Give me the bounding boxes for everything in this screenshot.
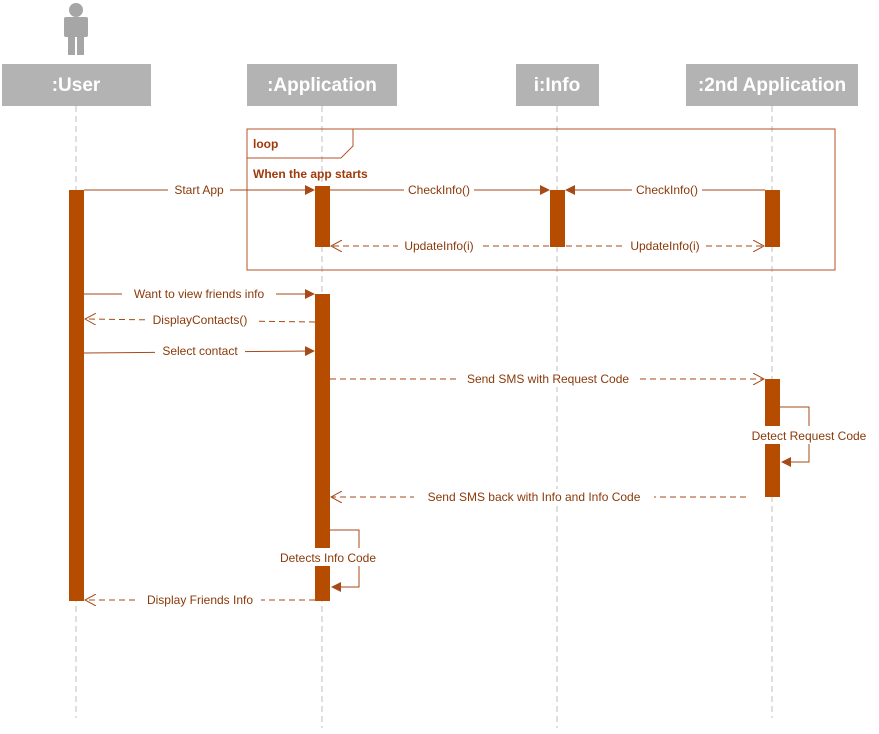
participant-info-box	[516, 64, 599, 106]
message-send-sms-back-label-bg	[414, 489, 654, 505]
message-checkinfo-2-label: CheckInfo()	[636, 183, 698, 197]
activation-application-loop	[315, 186, 330, 247]
message-updateinfo-1-label: UpdateInfo(i)	[404, 239, 473, 253]
self-message-detects-info-label: Detects Info Code	[280, 551, 376, 565]
actor-icon	[64, 3, 88, 55]
message-select-contact-label-bg	[155, 343, 245, 359]
self-message-detect-request-label: Detect Request Code	[752, 429, 867, 443]
message-checkinfo-1-label: CheckInfo()	[408, 183, 470, 197]
message-display-friends-label-bg	[139, 592, 261, 608]
message-displaycontacts-label: DisplayContacts()	[153, 313, 248, 327]
message-updateinfo-2-label: UpdateInfo(i)	[630, 239, 699, 253]
message-updateinfo-1-label-bg	[398, 238, 480, 254]
activation-application-main	[315, 294, 330, 601]
self-message-detects-info-label-bg	[272, 548, 384, 566]
participant-application-box	[247, 64, 397, 106]
participant-2nd-application: :2nd Application	[698, 75, 846, 96]
activation-info	[550, 190, 565, 247]
participant-user-box	[2, 64, 151, 106]
message-want-to-view-label-bg	[122, 286, 276, 302]
message-displaycontacts-label-bg	[145, 312, 255, 328]
loop-operator: loop	[253, 137, 278, 151]
message-display-friends-label: Display Friends Info	[147, 593, 253, 607]
self-message-detect-request-label-bg	[745, 426, 873, 444]
participant-user: :User	[52, 75, 101, 96]
message-send-sms-request-label-bg	[457, 371, 639, 387]
activation-2nd-application-loop	[765, 190, 780, 247]
loop-fragment-label-box	[247, 129, 354, 159]
participant-2nd-application-box	[686, 64, 858, 106]
message-select-contact-label: Select contact	[162, 344, 238, 358]
message-checkinfo-2-label-bg	[632, 182, 702, 198]
message-start-app-label: Start App	[174, 183, 224, 197]
message-updateinfo-2-label-bg	[624, 238, 706, 254]
loop-guard: When the app starts	[253, 167, 368, 181]
activation-user	[69, 190, 84, 601]
participant-info: i:Info	[534, 75, 580, 96]
message-want-to-view-label: Want to view friends info	[134, 287, 265, 301]
message-start-app-label-bg	[168, 182, 230, 198]
message-send-sms-request-label: Send SMS with Request Code	[467, 372, 629, 386]
message-send-sms-back-label: Send SMS back with Info and Info Code	[428, 490, 641, 504]
participant-application: :Application	[267, 75, 377, 96]
message-checkinfo-1-label-bg	[404, 182, 474, 198]
loop-fragment	[246, 128, 836, 271]
